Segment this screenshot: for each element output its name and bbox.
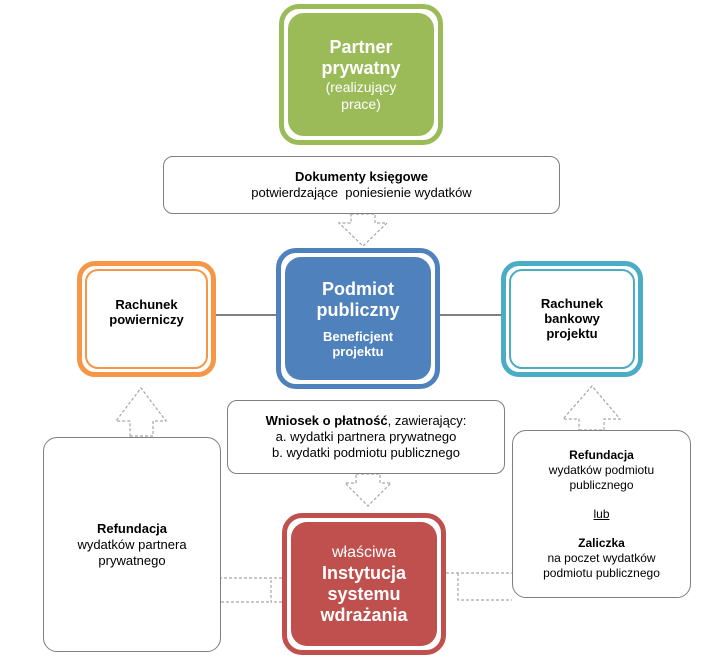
rachunek-powierniczy-box: Rachunek powierniczy xyxy=(77,261,216,377)
connector-left-2 xyxy=(270,578,282,603)
refund-right-text2: na poczet wydatków podmiotu publicznego xyxy=(543,550,660,580)
arrow-down-wniosek xyxy=(343,473,393,507)
refund-right-title2: Zaliczka xyxy=(578,535,625,550)
wniosek-suffix: , zawierający: xyxy=(387,413,467,428)
instytucja-title: Instytucja systemu wdrażania xyxy=(320,562,408,625)
dokumenty-ksiegowe-box: Dokumenty księgowe potwierdzające ponies… xyxy=(163,156,560,214)
arrow-up-left xyxy=(114,387,168,437)
rachunek-powierniczy-label: Rachunek powierniczy xyxy=(109,297,184,327)
partner-subtitle: (realizujący prace) xyxy=(325,78,397,112)
connector-right-2 xyxy=(457,573,512,601)
wniosek-line-a: a. wydatki partnera prywatnego xyxy=(275,429,457,444)
refund-right-title: Refundacja xyxy=(569,447,634,462)
wniosek-line-b: b. wydatki podmiotu publicznego xyxy=(272,445,460,460)
podmiot-publiczny-box: Podmiot publiczny Beneficjent projektu xyxy=(276,248,440,389)
podmiot-subtitle: Beneficjent projektu xyxy=(322,328,394,359)
refund-left-title: Refundacja xyxy=(96,520,168,536)
wniosek-title: Wniosek o płatność xyxy=(265,413,388,428)
wniosek-o-platnosc-box: Wniosek o płatność, zawierający: a. wyda… xyxy=(227,400,505,474)
podmiot-title: Podmiot publiczny xyxy=(316,278,400,320)
arrow-up-right xyxy=(561,385,622,431)
partner-title: Partner prywatny xyxy=(321,36,401,78)
dokumenty-title: Dokumenty księgowe xyxy=(295,169,428,184)
arrow-down-dokumenty xyxy=(337,213,389,247)
refund-left-text: wydatków partnera prywatnego xyxy=(77,536,187,568)
partner-prywatny-box: Partner prywatny (realizujący prace) xyxy=(279,4,443,145)
instytucja-box: właściwa Instytucja systemu wdrażania xyxy=(282,513,446,655)
rachunek-bankowy-label: Rachunek bankowy projektu xyxy=(540,295,604,341)
refund-right-or: lub xyxy=(593,506,610,521)
wniosek-header: Wniosek o płatność, zawierający: xyxy=(266,413,467,429)
instytucja-prefix: właściwa xyxy=(331,543,396,561)
refundacja-partner-box: Refundacja wydatków partnera prywatnego xyxy=(43,437,221,652)
refund-right-text: wydatków podmiotu publicznego xyxy=(548,462,655,492)
rachunek-bankowy-box: Rachunek bankowy projektu xyxy=(501,261,643,377)
refundacja-zaliczka-box: Refundacja wydatków podmiotu publicznego… xyxy=(512,430,691,598)
dokumenty-text: potwierdzające poniesienie wydatków xyxy=(251,185,472,200)
